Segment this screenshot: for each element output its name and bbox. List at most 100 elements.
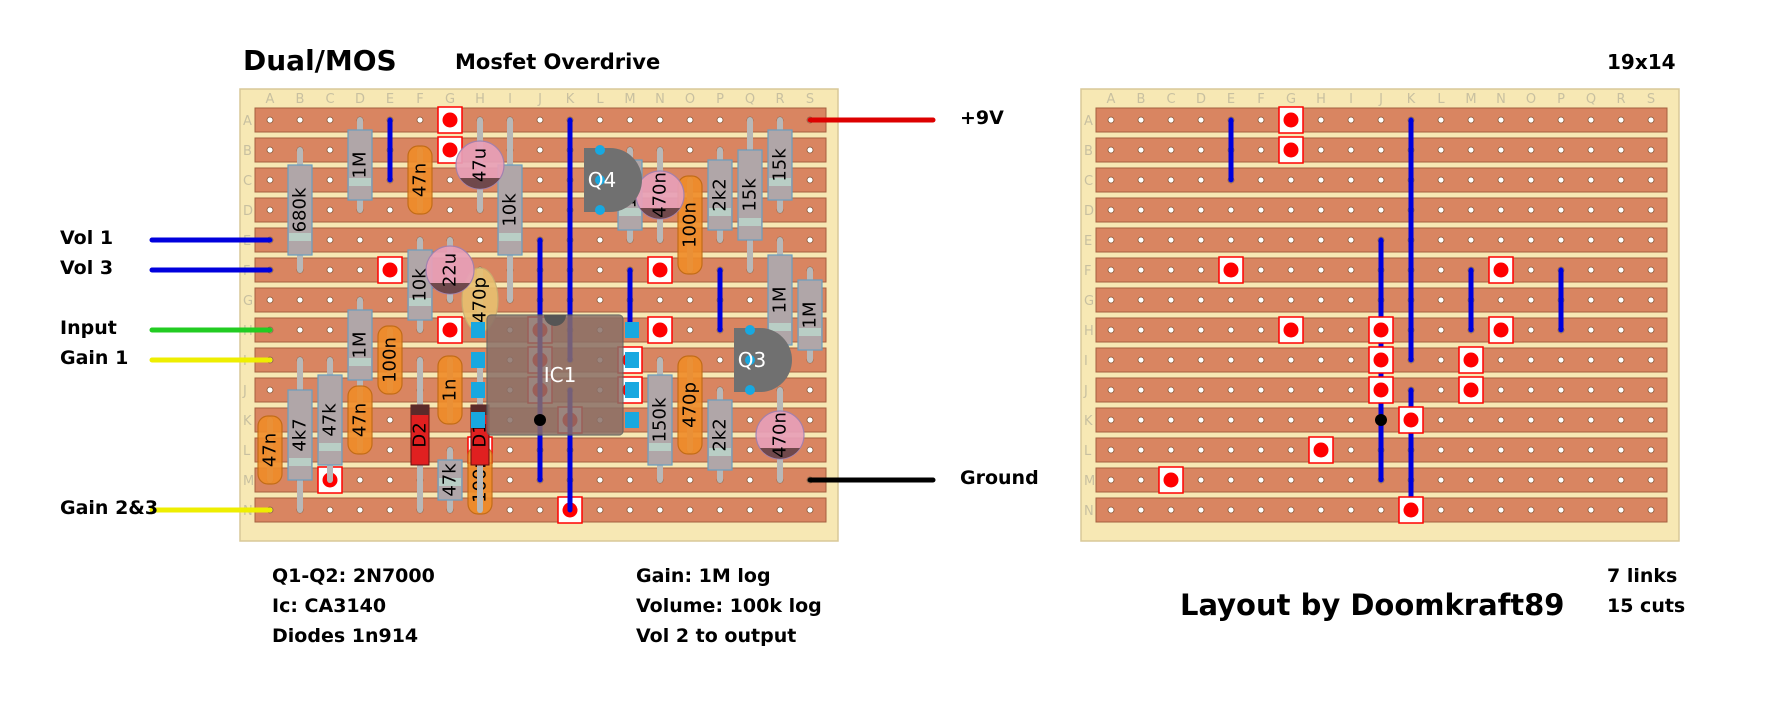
strip-hole — [1647, 296, 1655, 304]
electrolytic-capacitor[interactable]: 470n — [635, 170, 685, 220]
column-letter: B — [296, 92, 305, 107]
note-volume: Volume: 100k log — [636, 595, 822, 617]
strip-hole — [1347, 356, 1355, 364]
film-capacitor[interactable]: 47n — [407, 145, 433, 215]
strip-hole — [1137, 206, 1145, 214]
strip-hole — [1617, 506, 1625, 514]
strip-hole — [1227, 236, 1235, 244]
resistor[interactable]: 47k — [437, 459, 463, 501]
film-capacitor[interactable]: 1n — [437, 355, 463, 425]
resistor-value: 4k7 — [290, 418, 311, 451]
resistor[interactable]: 1M — [767, 254, 793, 346]
column-letter: Q — [745, 92, 755, 107]
resistor[interactable]: 2k2 — [707, 399, 733, 471]
strip-hole — [1107, 506, 1115, 514]
resistor[interactable]: 1M — [797, 279, 823, 351]
strip-hole — [1527, 296, 1535, 304]
capacitor-body — [257, 415, 283, 485]
junction-dot — [534, 414, 546, 426]
film-capacitor[interactable]: 100n — [677, 175, 703, 275]
resistor-value: 10k — [410, 268, 431, 302]
resistor[interactable]: 15k — [767, 129, 793, 201]
diode-cathode-band — [411, 405, 429, 415]
electrolytic-capacitor[interactable]: 47u — [455, 140, 505, 190]
strip-hole — [1437, 446, 1445, 454]
strip-hole — [1137, 236, 1145, 244]
strip-hole — [1647, 446, 1655, 454]
resistor[interactable]: 47k — [317, 374, 343, 466]
strip-hole — [776, 506, 784, 514]
transistor[interactable]: Q3 — [734, 325, 792, 395]
strip-hole — [1347, 176, 1355, 184]
film-capacitor[interactable]: 100n — [377, 325, 403, 395]
column-letter: H — [475, 92, 485, 107]
strip-hole — [1587, 236, 1595, 244]
column-letter: I — [508, 92, 512, 107]
strip-hole — [806, 416, 814, 424]
strip-hole — [1617, 386, 1625, 394]
column-letter: D — [1196, 92, 1206, 107]
strip-hole — [1167, 296, 1175, 304]
electrolytic-capacitor[interactable]: 22u — [425, 245, 475, 295]
strip-hole — [1257, 446, 1265, 454]
strip-hole — [1257, 236, 1265, 244]
row-letter: F — [1084, 264, 1091, 279]
strip-hole — [1197, 356, 1205, 364]
strip-hole — [1497, 416, 1505, 424]
strip-hole — [1377, 116, 1385, 124]
film-capacitor[interactable]: 47n — [257, 415, 283, 485]
row-letter: G — [243, 294, 253, 309]
diode-label: D2 — [410, 422, 431, 447]
strip-hole — [536, 146, 544, 154]
strip-hole — [1617, 296, 1625, 304]
film-capacitor[interactable]: 47n — [347, 385, 373, 455]
electrolytic-capacitor[interactable]: 470n — [755, 410, 805, 460]
strip-hole — [1317, 506, 1325, 514]
strip-hole — [1317, 326, 1325, 334]
strip-hole — [1377, 176, 1385, 184]
strip-hole — [806, 206, 814, 214]
strip-hole — [386, 476, 394, 484]
column-letter: L — [1437, 92, 1445, 107]
strip-hole — [1587, 296, 1595, 304]
strip-hole — [1437, 116, 1445, 124]
resistor-value: 10k — [500, 193, 521, 227]
column-letter: C — [1166, 92, 1175, 107]
strip-hole — [596, 236, 604, 244]
resistor[interactable]: 15k — [737, 149, 763, 241]
wire-label: +9V — [960, 107, 1004, 129]
row-letter: I — [1084, 354, 1088, 369]
resistor[interactable]: 2k2 — [707, 159, 733, 231]
note-diodes: Diodes 1n914 — [272, 625, 419, 647]
strip-hole — [1647, 476, 1655, 484]
transistor[interactable]: Q4 — [584, 145, 642, 215]
strip-hole — [1437, 506, 1445, 514]
strip-hole — [1317, 116, 1325, 124]
column-letter: B — [1137, 92, 1146, 107]
resistor[interactable]: 680k — [287, 164, 313, 256]
strip-hole — [1197, 326, 1205, 334]
resistor[interactable]: 4k7 — [287, 389, 313, 481]
capacitor-body — [377, 325, 403, 395]
film-capacitor[interactable]: 470p — [677, 355, 703, 455]
capacitor-body — [347, 385, 373, 455]
resistor-band — [409, 298, 431, 306]
diode[interactable]: D2 — [410, 404, 431, 466]
strip-hole — [626, 116, 634, 124]
strip-hole — [1137, 506, 1145, 514]
strip-hole — [1167, 386, 1175, 394]
resistor[interactable]: 150k — [647, 374, 673, 466]
strip-hole — [686, 326, 694, 334]
resistor[interactable]: 10k — [497, 164, 523, 256]
strip-hole — [1467, 146, 1475, 154]
strip-hole — [1587, 386, 1595, 394]
column-letter: S — [806, 92, 814, 107]
strip-hole — [1527, 326, 1535, 334]
strip-hole — [1167, 266, 1175, 274]
strip-hole — [1647, 356, 1655, 364]
resistor[interactable]: 1M — [347, 129, 373, 201]
resistor[interactable]: 1M — [347, 309, 373, 381]
row-letter: E — [1084, 234, 1092, 249]
integrated-circuit[interactable]: IC1 — [471, 314, 639, 436]
strip-hole — [1317, 296, 1325, 304]
